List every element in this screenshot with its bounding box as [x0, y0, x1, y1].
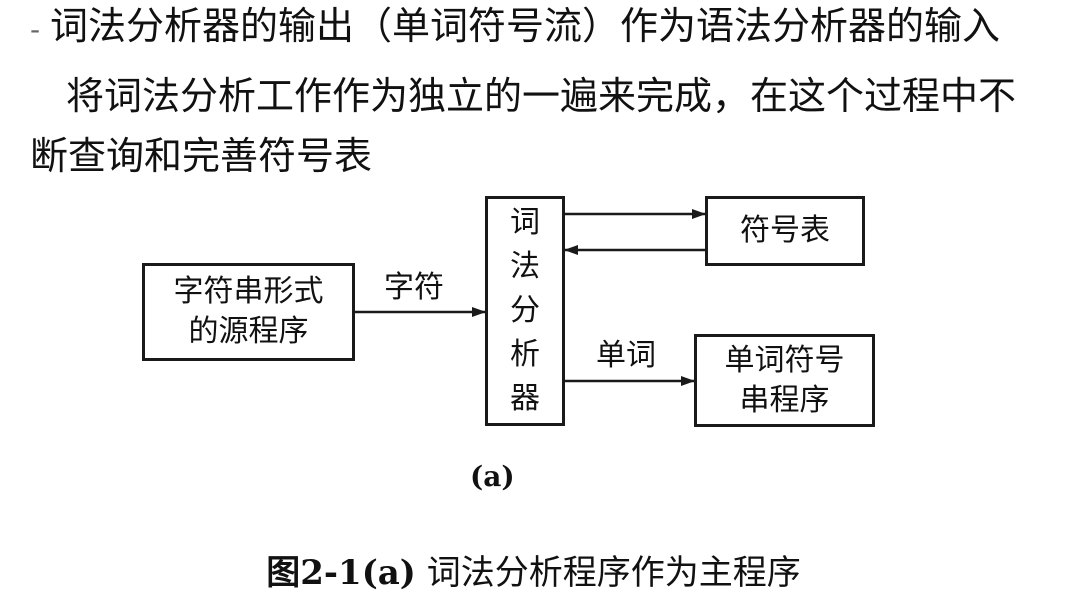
paragraph-line-2: 断查询和完善符号表	[30, 134, 373, 178]
bullet-line: -词法分析器的输出（单词符号流）作为语法分析器的输入	[30, 4, 1000, 52]
symbol-table-box: 符号表	[705, 196, 865, 266]
paragraph-line-1: 将词法分析工作作为独立的一遍来完成，在这个过程中不	[66, 74, 1017, 118]
caption-number: 图2-1(a)	[266, 553, 416, 593]
token-stream-label: 单词符号 串程序	[724, 342, 845, 418]
edge-label-words: 单词	[596, 338, 656, 373]
bullet-dash: -	[30, 13, 41, 46]
source-program-label: 字符串形式 的源程序	[173, 274, 324, 349]
symbol-table-label: 符号表	[740, 213, 830, 248]
bullet-text: 词法分析器的输出（单词符号流）作为语法分析器的输入	[50, 4, 1001, 48]
source-program-box: 字符串形式 的源程序	[142, 263, 355, 361]
figure-caption: 图2-1(a) 词法分析程序作为主程序	[0, 553, 1067, 593]
lexer-label: 词 法 分 析 器	[510, 205, 540, 416]
edge-label-chars: 字符	[384, 270, 444, 305]
lexer-box: 词 法 分 析 器	[485, 196, 565, 426]
token-stream-box: 单词符号 串程序	[694, 334, 875, 427]
subfigure-label: (a)	[470, 460, 515, 493]
caption-text: 词法分析程序作为主程序	[415, 553, 801, 593]
